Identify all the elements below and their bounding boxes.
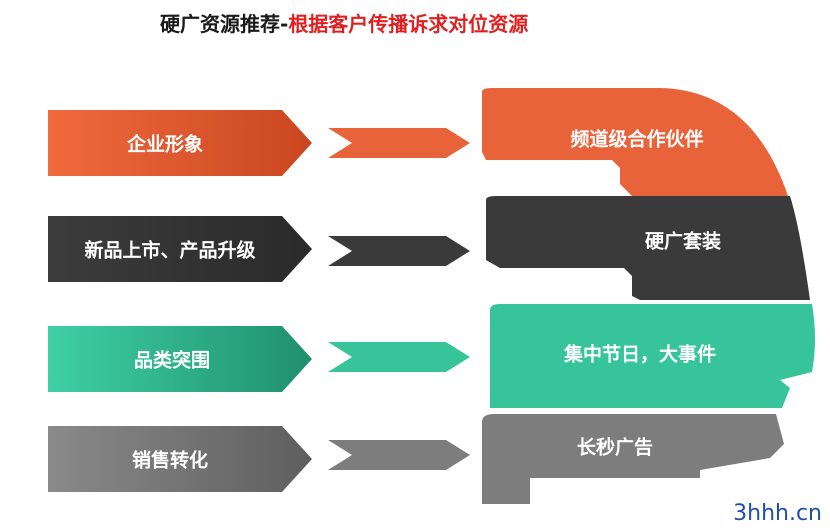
need-banner-4 <box>48 426 312 492</box>
arrow-1 <box>328 128 470 158</box>
watermark: 3hhh.cn <box>733 501 822 526</box>
need-banner-1 <box>48 110 312 176</box>
arrow-3 <box>328 342 470 372</box>
resource-label-4: 长秒广告 <box>576 436 654 459</box>
head-band-gray <box>482 414 784 504</box>
need-label-2: 新品上市、产品升级 <box>84 239 256 262</box>
page-title: 硬广资源推荐-根据客户传播诉求对位资源 <box>160 8 528 37</box>
arrow-2 <box>328 236 470 266</box>
resource-label-2: 硬广套装 <box>644 230 722 253</box>
head-band-green <box>490 304 815 408</box>
head-band-dark <box>486 196 810 300</box>
title-highlight: 根据客户传播诉求对位资源 <box>288 12 529 36</box>
need-label-4: 销售转化 <box>131 449 209 472</box>
arrow-4 <box>328 440 470 470</box>
resource-label-3: 集中节日，大事件 <box>563 343 717 366</box>
need-banner-3 <box>48 326 312 392</box>
resource-label-1: 频道级合作伙伴 <box>570 128 704 151</box>
title-prefix: 硬广资源推荐- <box>160 12 289 36</box>
need-label-3: 品类突围 <box>133 349 211 372</box>
need-banner-2 <box>48 216 312 282</box>
head-band-orange <box>482 88 788 196</box>
need-label-1: 企业形象 <box>126 133 204 156</box>
